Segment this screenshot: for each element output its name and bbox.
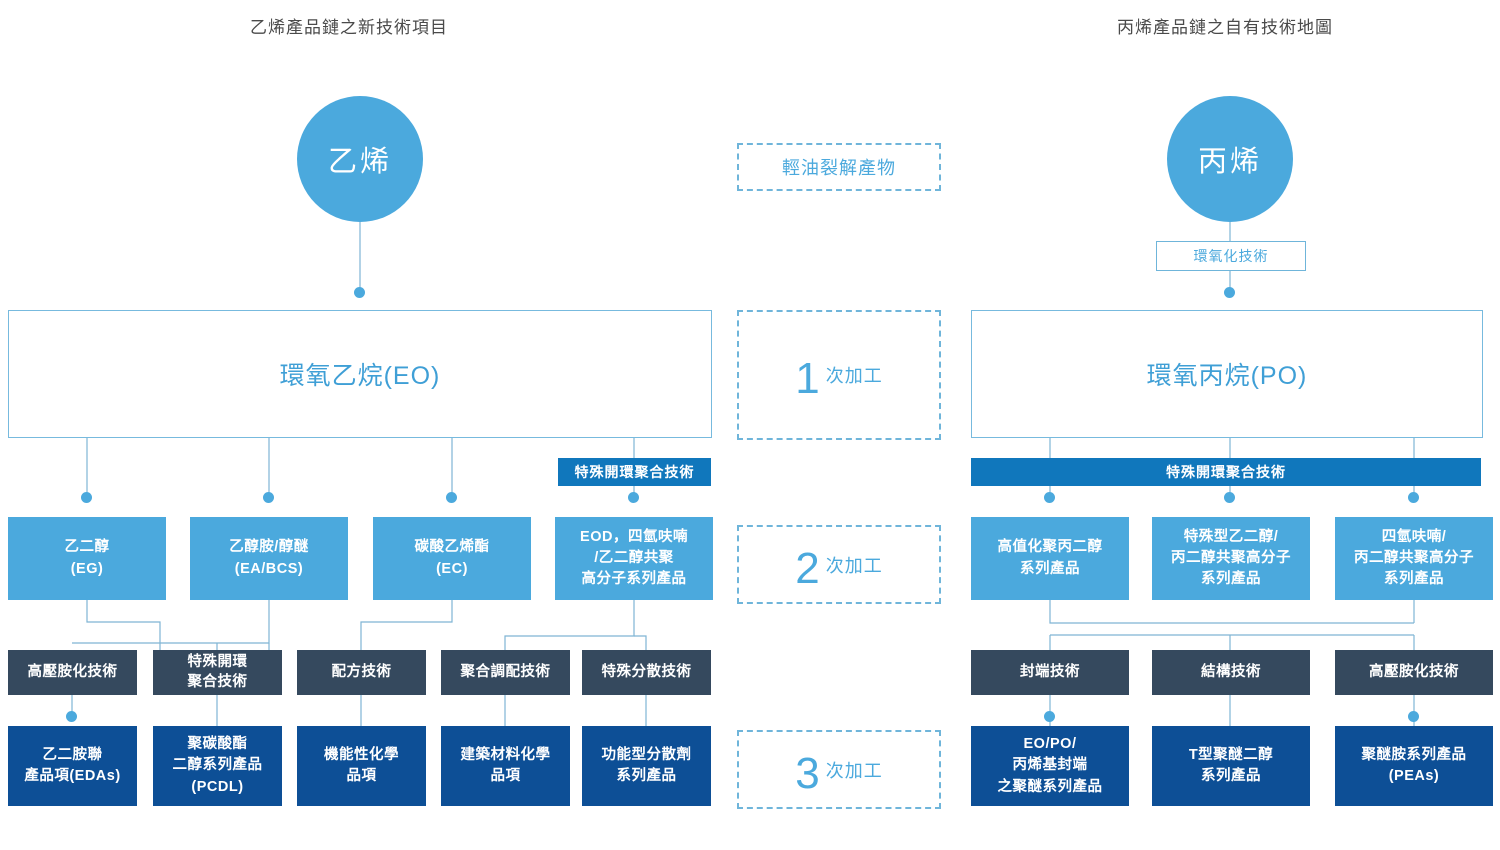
product-peas[interactable]: 聚醚胺系列產品(PEAs): [1335, 726, 1493, 806]
connector-dot: [446, 492, 457, 503]
product-functional-chemicals[interactable]: 機能性化學品項: [297, 726, 426, 806]
node-special-eg-pg-copolymer[interactable]: 特殊型乙二醇/丙二醇共聚高分子系列產品: [1152, 517, 1310, 600]
product-functional-dispersants[interactable]: 功能型分散劑系列產品: [582, 726, 711, 806]
connector-dot: [1408, 711, 1419, 722]
stage-legend-naphtha: 輕油裂解產物: [737, 143, 941, 191]
page-title-ethylene: 乙烯產品鏈之新技術項目: [250, 18, 448, 37]
connector-dot: [628, 492, 639, 503]
tech-special-ring-opening-polymerization[interactable]: 特殊開環聚合技術: [153, 650, 282, 695]
connector-dot: [354, 287, 365, 298]
connector-dot: [1044, 492, 1055, 503]
tech-epoxidation[interactable]: 環氧化技術: [1156, 241, 1306, 271]
node-ec[interactable]: 碳酸乙烯酯(EC): [373, 517, 531, 600]
stage-legend-2: 2 次加工: [737, 525, 941, 604]
node-high-value-ppg[interactable]: 高值化聚丙二醇系列產品: [971, 517, 1129, 600]
stage-legend-3-label: 次加工: [825, 760, 883, 781]
product-t-type-polyether-diol[interactable]: T型聚醚二醇系列產品: [1152, 726, 1310, 806]
node-eod-thf-eg-copolymer[interactable]: EOD，四氫呋喃/乙二醇共聚高分子系列產品: [555, 517, 713, 600]
tech-special-dispersion[interactable]: 特殊分散技術: [582, 650, 711, 695]
connector-dot: [1224, 492, 1235, 503]
node-epoxypropane[interactable]: 環氧丙烷(PO): [971, 310, 1483, 438]
source-node-propylene[interactable]: 丙烯: [1167, 96, 1293, 222]
tech-special-ring-opening-eo[interactable]: 特殊開環聚合技術: [558, 458, 711, 486]
node-thf-pg-copolymer[interactable]: 四氫呋喃/丙二醇共聚高分子系列產品: [1335, 517, 1493, 600]
tech-special-ring-opening-po[interactable]: 特殊開環聚合技術: [971, 458, 1481, 486]
connector-dot: [1408, 492, 1419, 503]
tech-high-pressure-amination-left[interactable]: 高壓胺化技術: [8, 650, 137, 695]
stage-legend-3-number: 3: [795, 748, 820, 798]
connector-dot: [81, 492, 92, 503]
node-epoxyethane[interactable]: 環氧乙烷(EO): [8, 310, 712, 438]
source-node-ethylene[interactable]: 乙烯: [297, 96, 423, 222]
stage-legend-2-label: 次加工: [825, 555, 883, 576]
product-pcdl[interactable]: 聚碳酸酯二醇系列產品(PCDL): [153, 726, 282, 806]
product-construction-chemicals[interactable]: 建築材料化學品項: [441, 726, 570, 806]
stage-legend-1-number: 1: [795, 354, 820, 403]
product-edas[interactable]: 乙二胺聯產品項(EDAs): [8, 726, 137, 806]
stage-legend-1-label: 次加工: [825, 366, 883, 386]
tech-polymer-blending[interactable]: 聚合調配技術: [441, 650, 570, 695]
connector-dot: [66, 711, 77, 722]
tech-high-pressure-amination-right[interactable]: 高壓胺化技術: [1335, 650, 1493, 695]
product-eo-po-allyl-capped-polyether[interactable]: EO/PO/丙烯基封端之聚醚系列產品: [971, 726, 1129, 806]
connector-dot: [263, 492, 274, 503]
stage-legend-1: 1 次加工: [737, 310, 941, 440]
tech-end-capping[interactable]: 封端技術: [971, 650, 1129, 695]
stage-legend-3: 3 次加工: [737, 730, 941, 809]
node-ea-bcs[interactable]: 乙醇胺/醇醚(EA/BCS): [190, 517, 348, 600]
tech-structure[interactable]: 結構技術: [1152, 650, 1310, 695]
tech-formulation[interactable]: 配方技術: [297, 650, 426, 695]
stage-legend-2-number: 2: [795, 543, 820, 593]
node-eg[interactable]: 乙二醇(EG): [8, 517, 166, 600]
connector-dot: [1224, 287, 1235, 298]
connector-dot: [1044, 711, 1055, 722]
stage-legend-naphtha-label: 輕油裂解產物: [782, 158, 896, 178]
page-title-propylene: 丙烯產品鏈之自有技術地圖: [1117, 18, 1333, 37]
